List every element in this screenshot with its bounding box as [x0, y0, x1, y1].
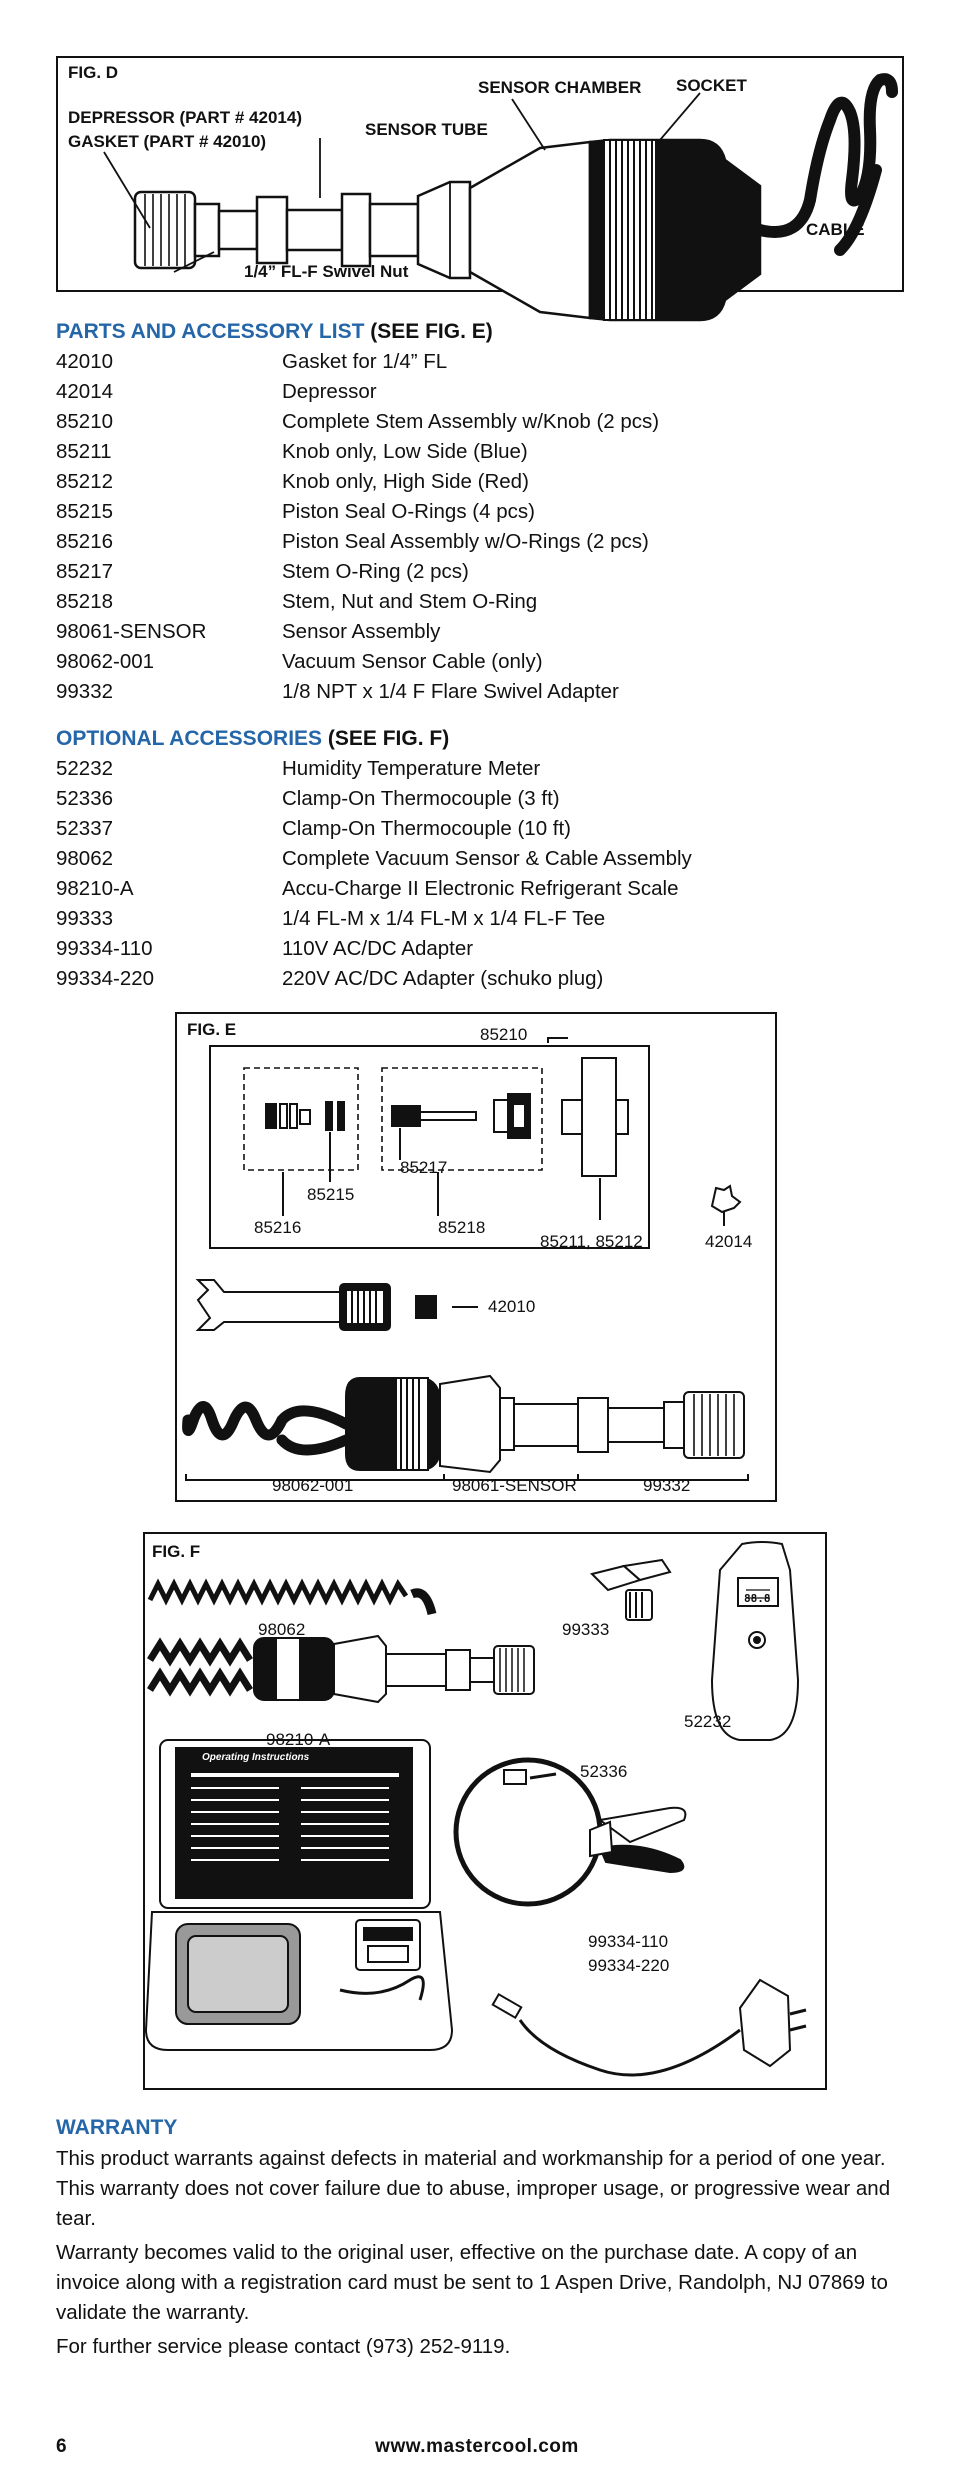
fig-f-label-52336: 52336 [580, 1762, 628, 1781]
page-number: 6 [56, 2436, 67, 2457]
fig-e-label-98062-001: 98062-001 [272, 1476, 354, 1495]
fig-e-label-85215: 85215 [307, 1185, 355, 1204]
fig-e-label-85210: 85210 [480, 1025, 528, 1044]
fig-d-title: FIG. D [68, 63, 119, 82]
footer-url: www.mastercool.com [375, 2436, 579, 2457]
parts-list-heading: PARTS AND ACCESSORY LIST (SEE FIG. E) [56, 320, 493, 343]
fig-e-title: FIG. E [187, 1020, 237, 1039]
fig-f-label-52232: 52232 [684, 1712, 732, 1731]
fig-e-label-85217: 85217 [400, 1158, 448, 1177]
fig-f-label-98062: 98062 [258, 1620, 306, 1639]
fig-f-label-99333: 99333 [562, 1620, 610, 1639]
fig-d-depressor-label: DEPRESSOR (PART # 42014) [68, 108, 302, 127]
fig-e-label-42010: 42010 [488, 1297, 536, 1316]
fig-e-label-85218: 85218 [438, 1218, 486, 1237]
case-lid-title: Operating Instructions [202, 1752, 310, 1763]
fig-d-cable-label: CABLE [806, 220, 865, 239]
fig-d-sensor-tube-label: SENSOR TUBE [365, 120, 488, 139]
optional-accessories-heading: OPTIONAL ACCESSORIES (SEE FIG. F) [56, 727, 450, 750]
fig-d-sensor-chamber-label: SENSOR CHAMBER [478, 78, 642, 97]
fig-f-label-99334-110: 99334-110 [588, 1932, 669, 1951]
warranty-paragraph-3: For further service please contact (973)… [56, 2335, 511, 2358]
fig-f-label-98210-a: 98210-A [266, 1730, 331, 1749]
fig-d-swivel-nut-label: 1/4” FL-F Swivel Nut [244, 262, 409, 281]
fig-e-label-99332: 99332 [643, 1476, 691, 1495]
fig-d-gasket-label: GASKET (PART # 42010) [68, 132, 267, 151]
fig-f-label-99334-220: 99334-220 [588, 1956, 670, 1975]
warranty-paragraph-2: Warranty becomes valid to the original u… [56, 2241, 888, 2324]
fig-f-title: FIG. F [152, 1542, 201, 1561]
fig-d-socket-label: SOCKET [676, 76, 747, 95]
fig-e-label-42014: 42014 [705, 1232, 753, 1251]
warranty-paragraph-1: This product warrants against defects in… [56, 2147, 891, 2230]
warranty-heading: WARRANTY [56, 2116, 178, 2139]
fig-e-label-85211-85212: 85211, 85212 [540, 1232, 643, 1251]
meter-display: 88.8 [744, 1592, 771, 1605]
fig-e-label-85216: 85216 [254, 1218, 302, 1237]
fig-e-label-98061-sensor: 98061-SENSOR [452, 1476, 577, 1495]
